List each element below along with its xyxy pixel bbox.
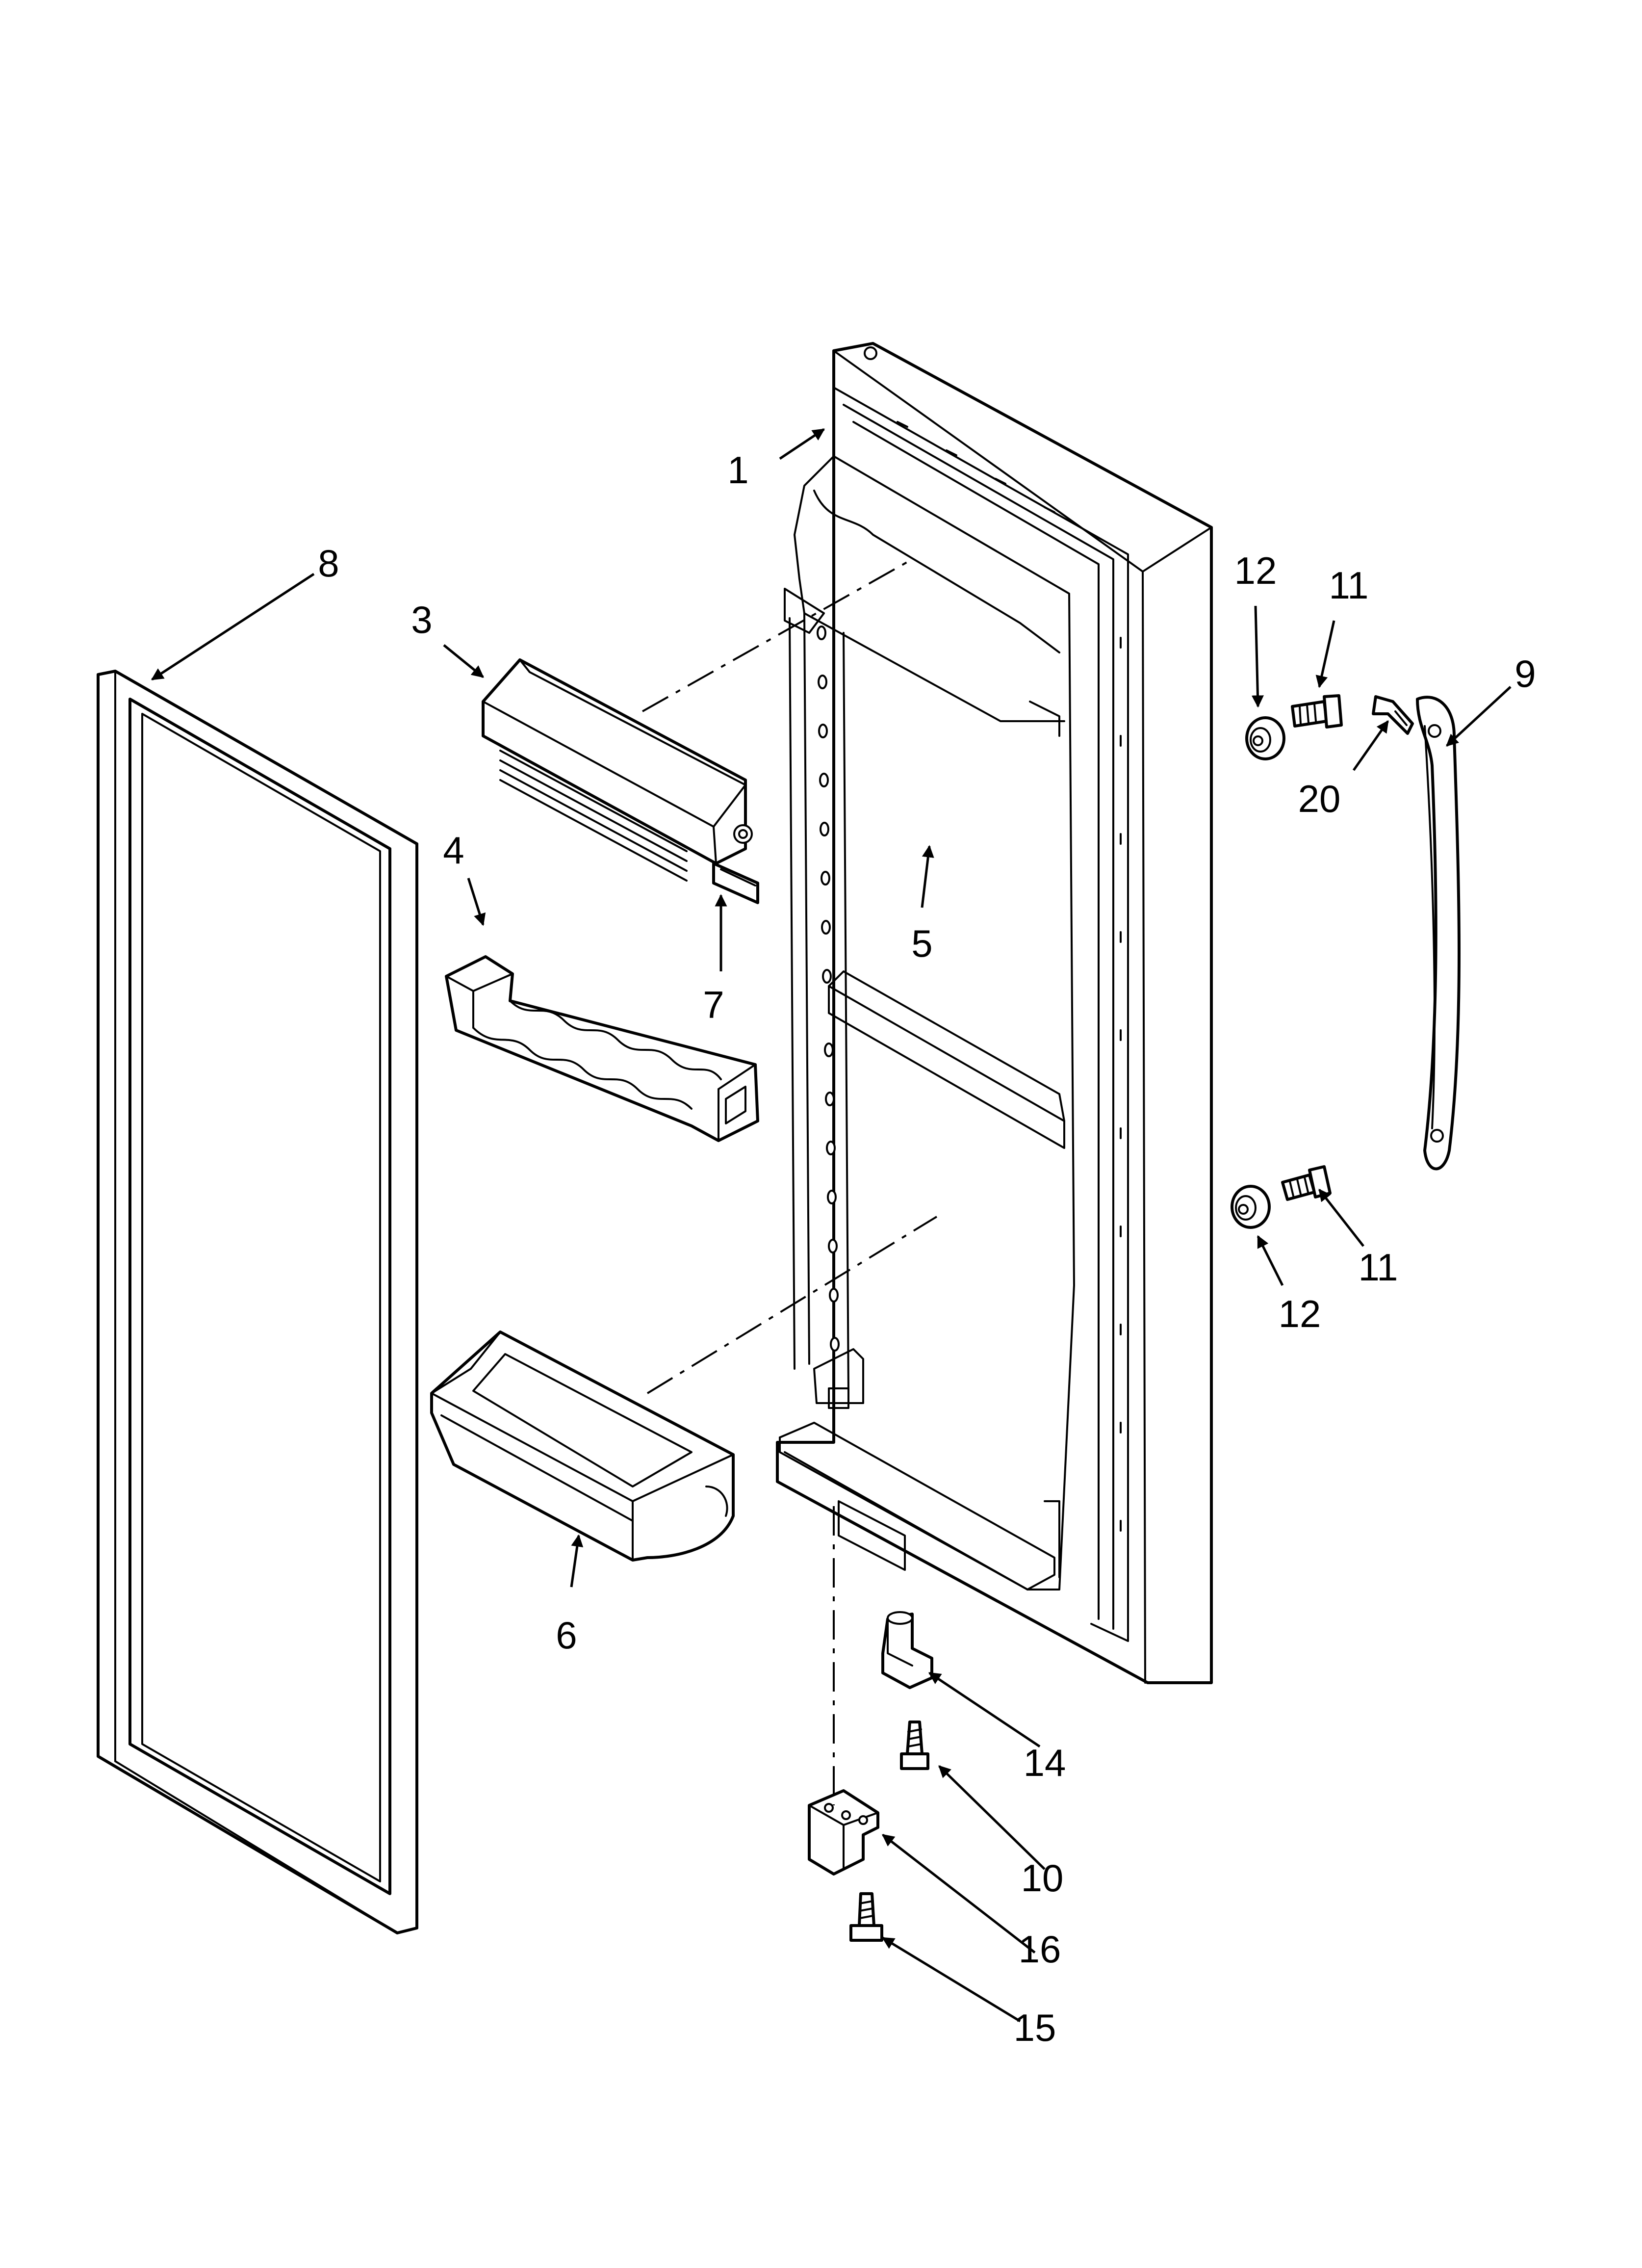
dairy-door-hinge [712, 862, 759, 904]
door-handle [1416, 696, 1461, 1171]
handle-screw-20 [1372, 695, 1414, 735]
leader-arrows [151, 428, 1512, 2023]
egg-tray [445, 955, 759, 1142]
callout-11-lower: 11 [1359, 1246, 1398, 1289]
lower-hinge [881, 1611, 933, 1689]
hinge-screw [900, 1721, 929, 1770]
hinge-bracket [808, 1789, 879, 1876]
handle-screw-upper [1291, 694, 1343, 729]
shelf-holes [817, 626, 840, 1352]
callout-15: 15 [1014, 2006, 1056, 2049]
callout-1: 1 [727, 448, 748, 492]
handle-spacer-lower [1231, 1185, 1271, 1229]
dairy-door [482, 658, 753, 882]
callout-14: 14 [1024, 1741, 1066, 1784]
callout-7: 7 [703, 983, 724, 1026]
callout-3: 3 [411, 598, 432, 641]
assembly-lines [642, 558, 938, 1805]
callout-16: 16 [1019, 1928, 1061, 1971]
callout-12-upper: 12 [1234, 549, 1277, 592]
door-bin [430, 1330, 735, 1562]
callout-11-upper: 11 [1329, 564, 1369, 607]
callout-10: 10 [1021, 1856, 1064, 1900]
callout-6: 6 [556, 1614, 577, 1657]
callout-9: 9 [1514, 652, 1536, 695]
callout-5: 5 [911, 922, 932, 965]
callout-numbers: 1 3 4 5 6 7 8 9 10 11 11 12 12 14 15 16 … [318, 448, 1536, 2049]
door-assembly [776, 342, 1213, 1684]
bracket-screw [849, 1892, 883, 1942]
handle-spacer-upper [1245, 716, 1285, 760]
door-gasket [97, 670, 418, 1934]
gasket-channel-marks [897, 421, 1122, 1532]
callout-12-lower: 12 [1279, 1292, 1321, 1335]
callout-8: 8 [318, 542, 339, 585]
callout-20: 20 [1298, 777, 1341, 820]
callout-4: 4 [443, 829, 464, 872]
